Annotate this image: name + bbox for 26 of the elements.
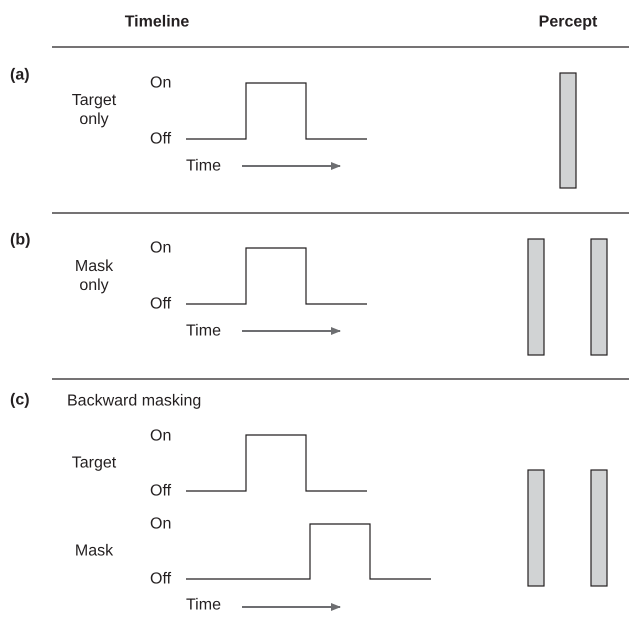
panel-letter: (a)	[10, 66, 30, 84]
axis-label: Time	[186, 322, 221, 340]
axis-label: Time	[186, 156, 221, 176]
percept-bar	[590, 238, 608, 356]
axis-label: Time	[186, 596, 221, 614]
panel-title: Backward masking	[67, 392, 202, 410]
condition-label: Target only	[70, 91, 118, 129]
level-label: Off	[150, 482, 172, 500]
level-label: On	[150, 514, 172, 534]
level-label: Off	[150, 130, 172, 148]
condition-label: Target	[70, 454, 118, 472]
level-label: On	[150, 426, 172, 446]
percept-bar	[527, 469, 545, 587]
condition-label: Mask only	[74, 257, 114, 295]
panel-letter: (b)	[10, 230, 30, 250]
column-heading: Percept	[538, 12, 598, 32]
column-heading: Timeline	[124, 12, 190, 32]
percept-bar	[527, 238, 545, 356]
level-label: Off	[150, 294, 172, 314]
level-label: On	[150, 238, 172, 258]
condition-label: Mask	[74, 542, 114, 560]
percept-bar	[590, 469, 608, 587]
level-label: On	[150, 74, 172, 92]
panel-letter: (c)	[10, 390, 30, 410]
percept-bar	[559, 72, 577, 189]
level-label: Off	[150, 570, 172, 588]
